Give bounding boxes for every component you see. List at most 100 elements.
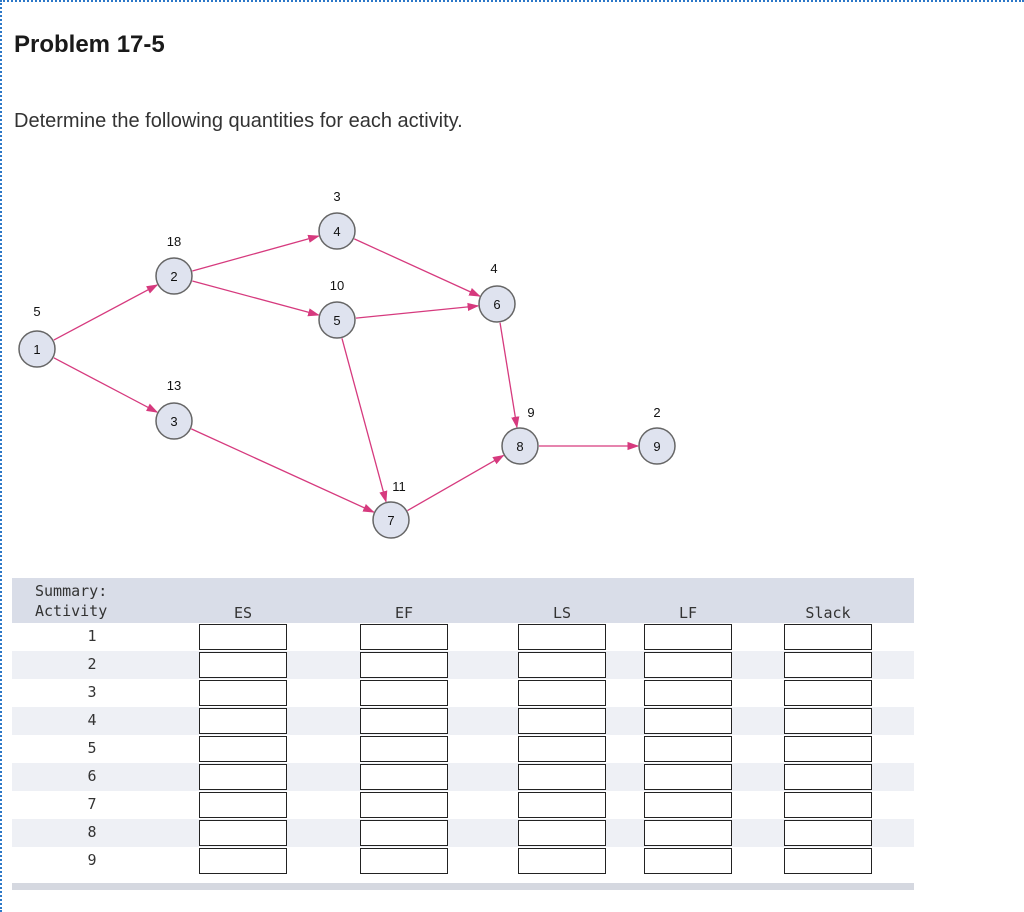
frame-left-border xyxy=(0,0,2,912)
input-es-activity-3[interactable] xyxy=(199,680,287,706)
input-slack-activity-2[interactable] xyxy=(784,652,872,678)
input-lf-activity-3[interactable] xyxy=(644,680,732,706)
activity-row: 1 xyxy=(12,623,914,651)
input-lf-activity-1[interactable] xyxy=(644,624,732,650)
input-slack-activity-1[interactable] xyxy=(784,624,872,650)
input-es-activity-8[interactable] xyxy=(199,820,287,846)
input-ef-activity-1[interactable] xyxy=(360,624,448,650)
input-es-activity-7[interactable] xyxy=(199,792,287,818)
activity-row: 9 xyxy=(12,847,914,875)
input-ef-activity-5[interactable] xyxy=(360,736,448,762)
input-lf-activity-6[interactable] xyxy=(644,764,732,790)
duration-label-1: 5 xyxy=(33,304,40,319)
activity-row: 2 xyxy=(12,651,914,679)
input-es-activity-2[interactable] xyxy=(199,652,287,678)
node-circle-8 xyxy=(501,427,539,465)
edge-5-to-6 xyxy=(355,302,480,319)
input-lf-activity-7[interactable] xyxy=(644,792,732,818)
input-es-activity-9[interactable] xyxy=(199,848,287,874)
input-slack-activity-6[interactable] xyxy=(784,764,872,790)
activity-row: 8 xyxy=(12,819,914,847)
activity-node-2: 218 xyxy=(155,234,193,295)
column-header-ls: LS xyxy=(552,604,572,622)
input-es-activity-1[interactable] xyxy=(199,624,287,650)
activity-number: 6 xyxy=(87,767,97,785)
activity-node-9: 92 xyxy=(638,405,676,465)
duration-label-5: 10 xyxy=(330,278,344,293)
duration-label-9: 2 xyxy=(653,405,660,420)
input-slack-activity-4[interactable] xyxy=(784,708,872,734)
activity-node-7: 711 xyxy=(372,479,410,539)
input-ef-activity-3[interactable] xyxy=(360,680,448,706)
node-circle-2 xyxy=(155,257,193,295)
activity-row: 6 xyxy=(12,763,914,791)
edge-1-to-3 xyxy=(53,357,159,413)
edge-2-to-5 xyxy=(192,280,320,317)
edge-3-to-7 xyxy=(191,428,375,513)
activity-number: 4 xyxy=(87,711,97,729)
input-slack-activity-9[interactable] xyxy=(784,848,872,874)
activity-row: 3 xyxy=(12,679,914,707)
activity-number: 1 xyxy=(87,627,97,645)
frame-top-border xyxy=(0,0,1024,2)
input-es-activity-6[interactable] xyxy=(199,764,287,790)
input-slack-activity-3[interactable] xyxy=(784,680,872,706)
activity-number: 7 xyxy=(87,795,97,813)
activity-number: 8 xyxy=(87,823,97,841)
input-ef-activity-4[interactable] xyxy=(360,708,448,734)
node-circle-5 xyxy=(318,301,356,339)
summary-label: Summary: xyxy=(35,582,108,600)
input-slack-activity-7[interactable] xyxy=(784,792,872,818)
column-header-ef: EF xyxy=(394,604,414,622)
node-id-label-6: 6 xyxy=(493,297,500,312)
input-slack-activity-8[interactable] xyxy=(784,820,872,846)
input-ls-activity-7[interactable] xyxy=(518,792,606,818)
activity-number: 9 xyxy=(87,851,97,869)
node-id-label-9: 9 xyxy=(653,439,660,454)
input-ls-activity-8[interactable] xyxy=(518,820,606,846)
input-ls-activity-2[interactable] xyxy=(518,652,606,678)
activity-column-header: Activity xyxy=(35,602,108,620)
input-ef-activity-6[interactable] xyxy=(360,764,448,790)
edge-7-to-8 xyxy=(407,454,505,512)
activity-row: 5 xyxy=(12,735,914,763)
input-slack-activity-5[interactable] xyxy=(784,736,872,762)
input-es-activity-5[interactable] xyxy=(199,736,287,762)
input-ls-activity-1[interactable] xyxy=(518,624,606,650)
activity-node-3: 313 xyxy=(155,378,193,440)
edge-1-to-2 xyxy=(53,284,159,341)
input-ef-activity-9[interactable] xyxy=(360,848,448,874)
node-circle-3 xyxy=(155,402,193,440)
edge-5-to-7 xyxy=(341,338,388,503)
node-id-label-5: 5 xyxy=(333,313,340,328)
input-ls-activity-5[interactable] xyxy=(518,736,606,762)
node-circle-4 xyxy=(318,212,356,250)
activity-node-8: 89 xyxy=(501,405,539,465)
input-ef-activity-7[interactable] xyxy=(360,792,448,818)
summary-caption: Summary: Activity xyxy=(35,581,107,621)
input-lf-activity-9[interactable] xyxy=(644,848,732,874)
node-circle-6 xyxy=(478,285,516,323)
node-id-label-7: 7 xyxy=(387,513,394,528)
input-lf-activity-2[interactable] xyxy=(644,652,732,678)
node-circle-9 xyxy=(638,427,676,465)
activity-node-5: 5 10 xyxy=(318,278,356,339)
summary-header: Summary: Activity ES EF LS LF Slack xyxy=(12,578,914,623)
input-lf-activity-8[interactable] xyxy=(644,820,732,846)
input-ef-activity-2[interactable] xyxy=(360,652,448,678)
activity-node-1: 15 xyxy=(18,304,56,368)
input-ls-activity-4[interactable] xyxy=(518,708,606,734)
input-ef-activity-8[interactable] xyxy=(360,820,448,846)
input-ls-activity-6[interactable] xyxy=(518,764,606,790)
duration-label-3: 13 xyxy=(167,378,181,393)
edge-2-to-4 xyxy=(192,234,320,272)
node-id-label-8: 8 xyxy=(516,439,523,454)
input-lf-activity-5[interactable] xyxy=(644,736,732,762)
input-ls-activity-9[interactable] xyxy=(518,848,606,874)
input-ls-activity-3[interactable] xyxy=(518,680,606,706)
summary-footer xyxy=(12,883,914,890)
input-lf-activity-4[interactable] xyxy=(644,708,732,734)
input-es-activity-4[interactable] xyxy=(199,708,287,734)
column-header-es: ES xyxy=(233,604,253,622)
